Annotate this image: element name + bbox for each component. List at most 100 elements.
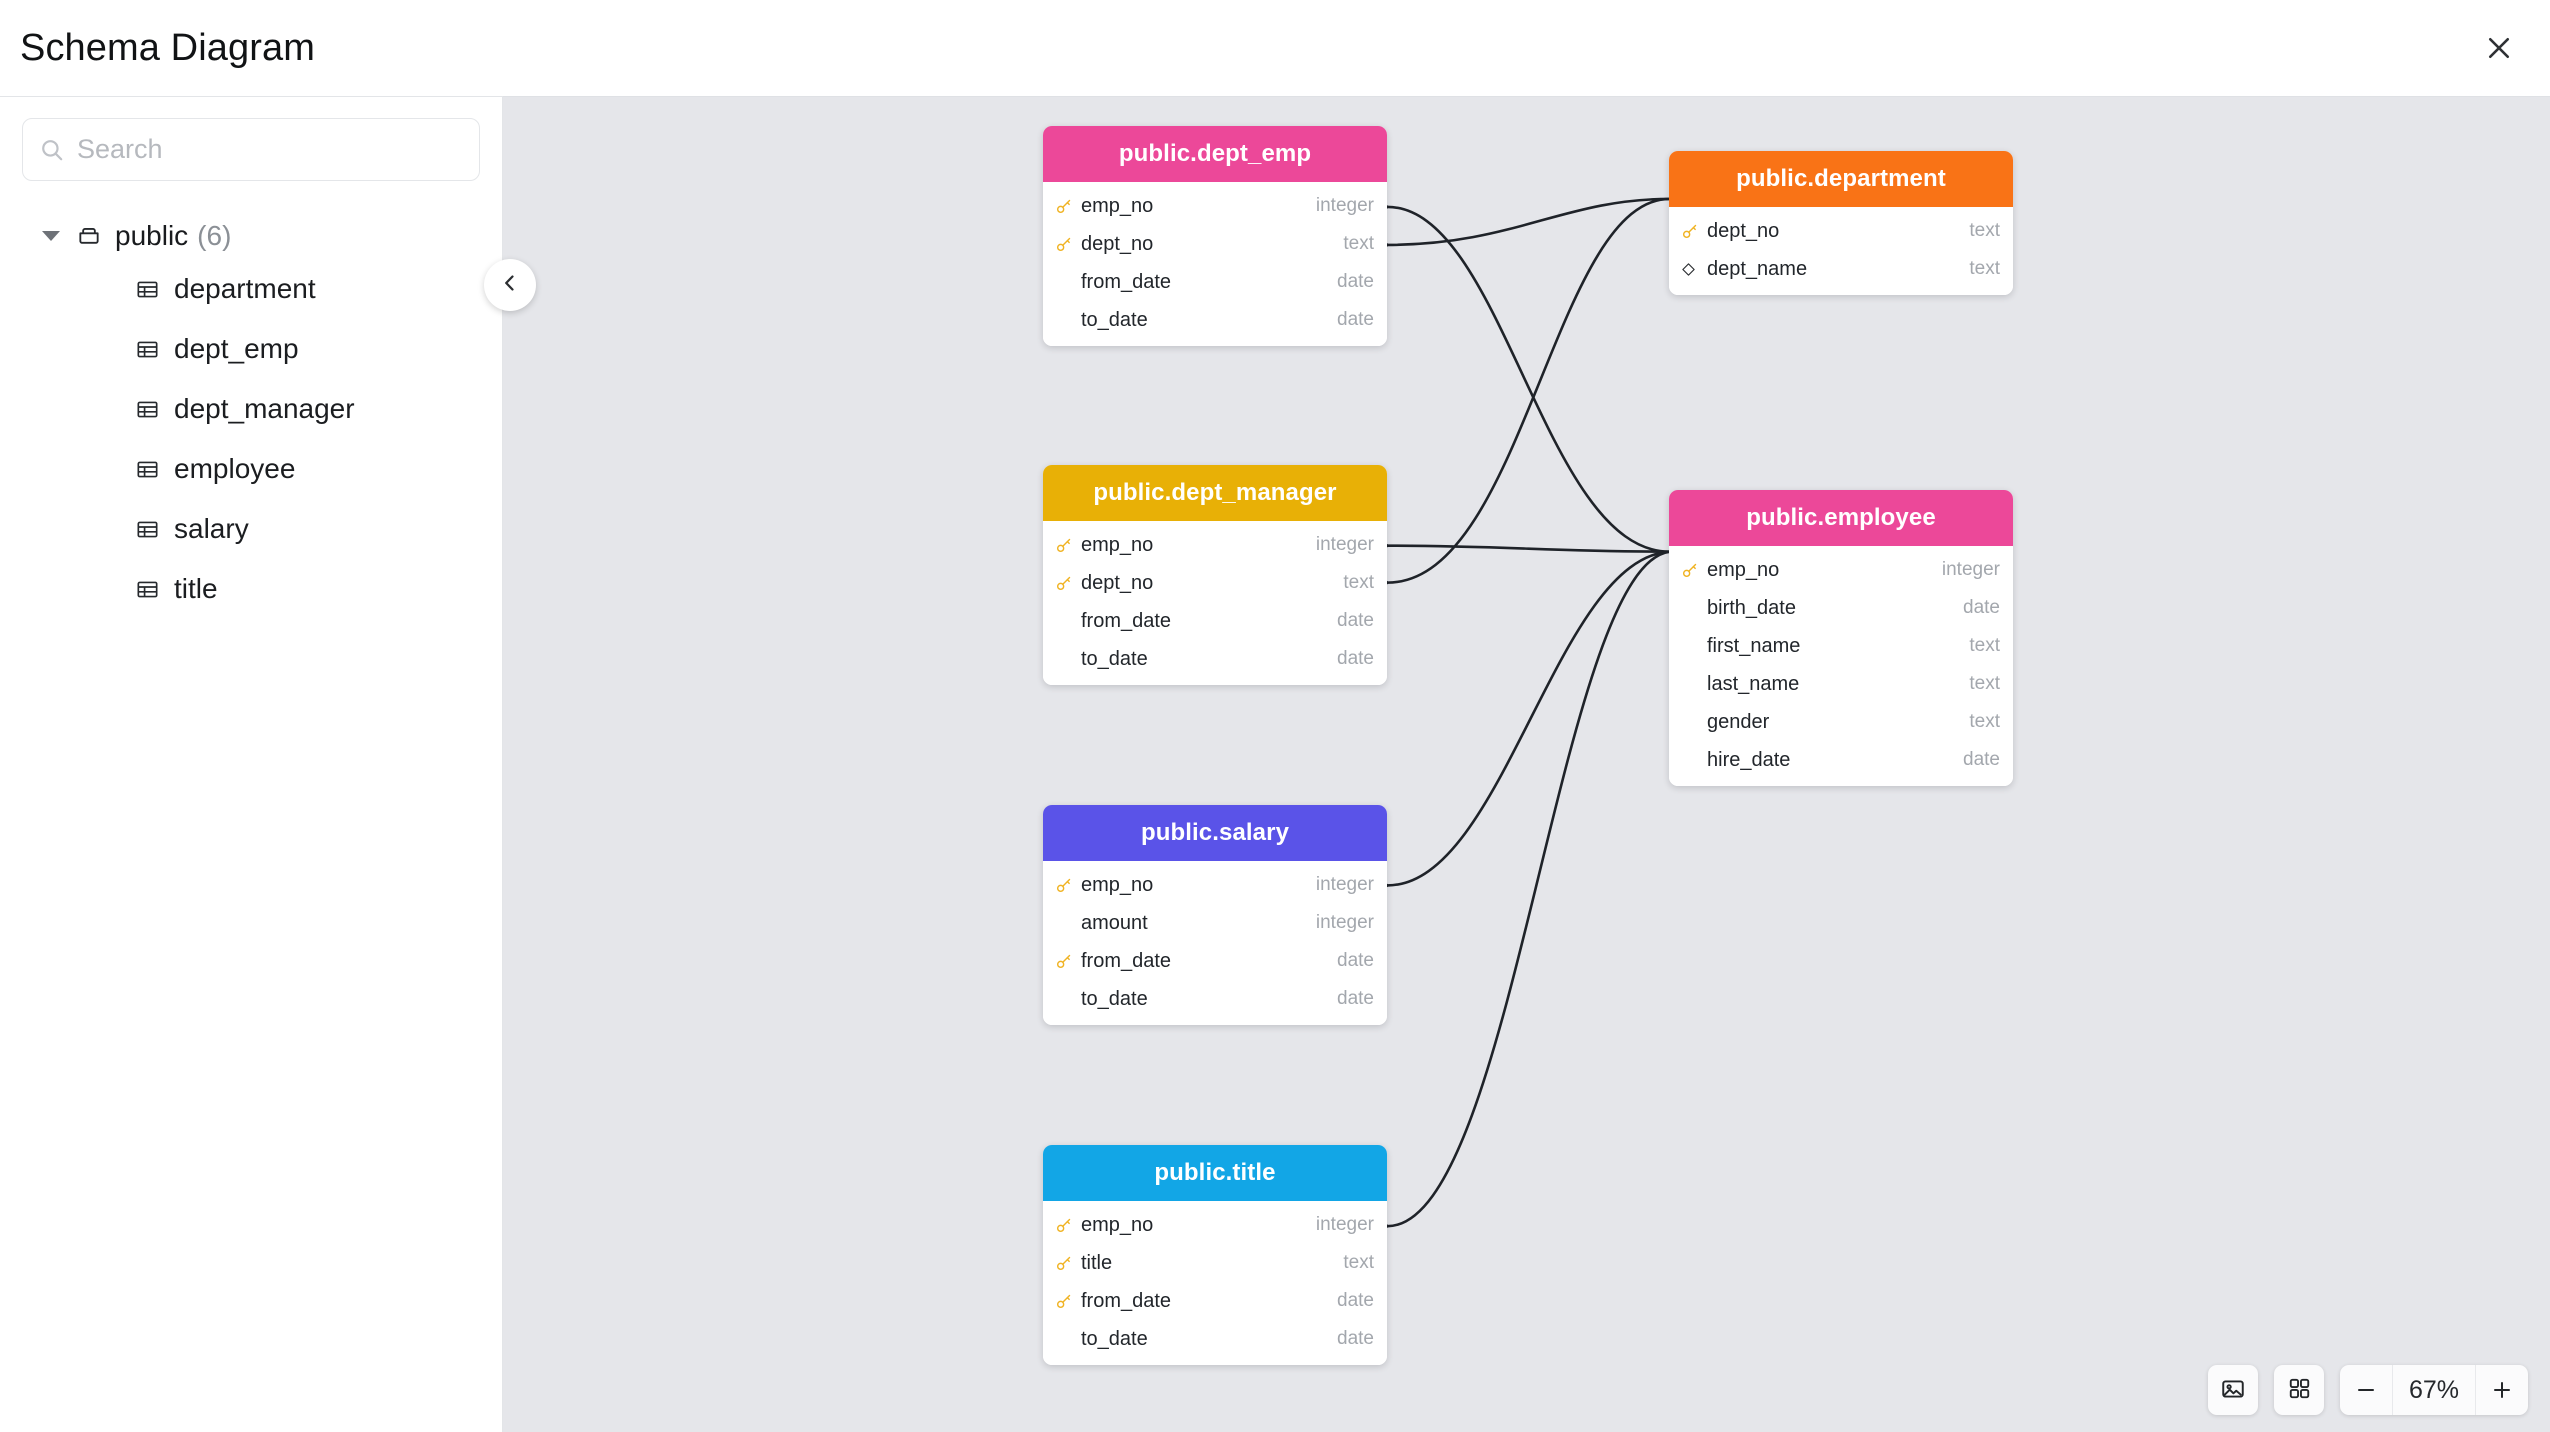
sidebar-item-salary[interactable]: salary bbox=[22, 499, 480, 559]
field-row[interactable]: dept_no text bbox=[1043, 225, 1387, 263]
field-row[interactable]: last_name text bbox=[1669, 665, 2013, 703]
field-name: dept_no bbox=[1081, 232, 1154, 255]
field-row[interactable]: emp_no integer bbox=[1043, 526, 1387, 564]
table-node-salary[interactable]: public.salary emp_no integer amount bbox=[1043, 805, 1387, 1025]
field-type: date bbox=[1337, 309, 1374, 330]
field-row[interactable]: emp_no integer bbox=[1043, 1206, 1387, 1244]
close-icon bbox=[2484, 33, 2514, 63]
schema-tree: public (6) department bbox=[22, 213, 480, 619]
field-name: emp_no bbox=[1081, 194, 1154, 217]
field-name: emp_no bbox=[1081, 1213, 1154, 1236]
edge-salary-employee bbox=[1387, 550, 1670, 887]
zoom-level-label[interactable]: 67% bbox=[2392, 1365, 2476, 1415]
sidebar-item-label: dept_emp bbox=[174, 333, 299, 364]
field-row[interactable]: dept_no text bbox=[1043, 564, 1387, 602]
canvas-toolbar: 67% bbox=[2208, 1365, 2528, 1415]
key-icon bbox=[1055, 575, 1078, 592]
field-row[interactable]: to_date date bbox=[1043, 640, 1387, 678]
field-name: last_name bbox=[1707, 672, 1800, 695]
field-row[interactable]: dept_name text bbox=[1669, 250, 2013, 288]
field-row[interactable]: emp_no integer bbox=[1043, 187, 1387, 225]
field-name: amount bbox=[1081, 911, 1148, 934]
search-field[interactable] bbox=[22, 118, 480, 181]
diagram-canvas[interactable]: public.dept_emp emp_no integer bbox=[503, 96, 2550, 1432]
table-node-fields: emp_no integer title text bbox=[1043, 1201, 1387, 1365]
edge-dept_manager-department bbox=[1387, 197, 1670, 584]
table-node-department[interactable]: public.department dept_no text bbox=[1669, 151, 2013, 295]
table-node-dept_manager[interactable]: public.dept_manager emp_no integer bbox=[1043, 465, 1387, 685]
sidebar-item-label: salary bbox=[174, 513, 249, 544]
field-name: from_date bbox=[1081, 1289, 1172, 1312]
sidebar-item-title[interactable]: title bbox=[22, 559, 480, 619]
table-icon bbox=[135, 337, 160, 362]
field-row[interactable]: from_date date bbox=[1043, 263, 1387, 301]
zoom-out-button[interactable] bbox=[2340, 1365, 2392, 1415]
title-bar: Schema Diagram bbox=[0, 0, 2550, 96]
schema-name: public bbox=[115, 220, 189, 251]
field-row[interactable]: amount integer bbox=[1043, 904, 1387, 942]
chevron-down-icon[interactable] bbox=[42, 231, 60, 241]
field-row[interactable]: emp_no integer bbox=[1669, 551, 2013, 589]
field-type: text bbox=[1969, 220, 2000, 241]
field-row[interactable]: to_date date bbox=[1043, 980, 1387, 1018]
table-node-title[interactable]: public.title emp_no integer bbox=[1043, 1145, 1387, 1365]
field-row[interactable]: birth_date date bbox=[1669, 589, 2013, 627]
table-icon bbox=[135, 517, 160, 542]
sidebar-collapse-button[interactable] bbox=[484, 259, 536, 311]
table-node-fields: dept_no text dept_name text bbox=[1669, 207, 2013, 295]
edge-title-employee bbox=[1387, 550, 1670, 1228]
field-row[interactable]: to_date date bbox=[1043, 1320, 1387, 1358]
field-row[interactable]: from_date date bbox=[1043, 602, 1387, 640]
table-node-header: public.dept_emp bbox=[1043, 126, 1387, 182]
sidebar-item-dept_manager[interactable]: dept_manager bbox=[22, 379, 480, 439]
key-icon bbox=[1681, 562, 1704, 579]
table-icon bbox=[135, 577, 160, 602]
field-type: text bbox=[1969, 258, 2000, 279]
table-node-employee[interactable]: public.employee emp_no integer birth bbox=[1669, 490, 2013, 786]
field-row[interactable]: title text bbox=[1043, 1244, 1387, 1282]
table-node-header: public.dept_manager bbox=[1043, 465, 1387, 521]
zoom-controls: 67% bbox=[2340, 1365, 2528, 1415]
table-node-header: public.salary bbox=[1043, 805, 1387, 861]
field-row[interactable]: from_date date bbox=[1043, 942, 1387, 980]
field-type: text bbox=[1343, 233, 1374, 254]
field-type: date bbox=[1337, 950, 1374, 971]
field-name: emp_no bbox=[1707, 558, 1780, 581]
table-node-dept_emp[interactable]: public.dept_emp emp_no integer bbox=[1043, 126, 1387, 346]
field-type: text bbox=[1969, 635, 2000, 656]
field-row[interactable]: to_date date bbox=[1043, 301, 1387, 339]
field-row[interactable]: gender text bbox=[1669, 703, 2013, 741]
table-icon bbox=[135, 457, 160, 482]
search-input[interactable] bbox=[77, 134, 463, 165]
close-button[interactable] bbox=[2472, 21, 2526, 75]
field-name: to_date bbox=[1081, 308, 1148, 331]
field-row[interactable]: hire_date date bbox=[1669, 741, 2013, 779]
field-name: to_date bbox=[1081, 1327, 1148, 1350]
sidebar-item-dept_emp[interactable]: dept_emp bbox=[22, 319, 480, 379]
field-type: date bbox=[1963, 749, 2000, 770]
tree-node-public[interactable]: public (6) bbox=[22, 213, 480, 259]
field-row[interactable]: first_name text bbox=[1669, 627, 2013, 665]
zoom-in-button[interactable] bbox=[2476, 1365, 2528, 1415]
export-image-button[interactable] bbox=[2208, 1365, 2258, 1415]
sidebar-item-department[interactable]: department bbox=[22, 259, 480, 319]
field-type: text bbox=[1343, 1252, 1374, 1273]
field-type: integer bbox=[1315, 534, 1374, 555]
table-node-fields: emp_no integer birth_date date first_nam… bbox=[1669, 546, 2013, 786]
field-row[interactable]: dept_no text bbox=[1669, 212, 2013, 250]
field-name: emp_no bbox=[1081, 533, 1154, 556]
key-icon bbox=[1055, 198, 1078, 215]
field-type: integer bbox=[1941, 559, 2000, 580]
field-type: date bbox=[1337, 610, 1374, 631]
field-row[interactable]: emp_no integer bbox=[1043, 866, 1387, 904]
field-type: text bbox=[1969, 673, 2000, 694]
sidebar-item-label: dept_manager bbox=[174, 393, 355, 424]
search-icon bbox=[39, 137, 65, 163]
edge-dept_manager-employee bbox=[1387, 544, 1670, 553]
key-icon bbox=[1055, 953, 1078, 970]
relationship-edges bbox=[1364, 191, 1670, 1242]
table-icon bbox=[135, 397, 160, 422]
sidebar-item-employee[interactable]: employee bbox=[22, 439, 480, 499]
auto-layout-button[interactable] bbox=[2274, 1365, 2324, 1415]
field-row[interactable]: from_date date bbox=[1043, 1282, 1387, 1320]
